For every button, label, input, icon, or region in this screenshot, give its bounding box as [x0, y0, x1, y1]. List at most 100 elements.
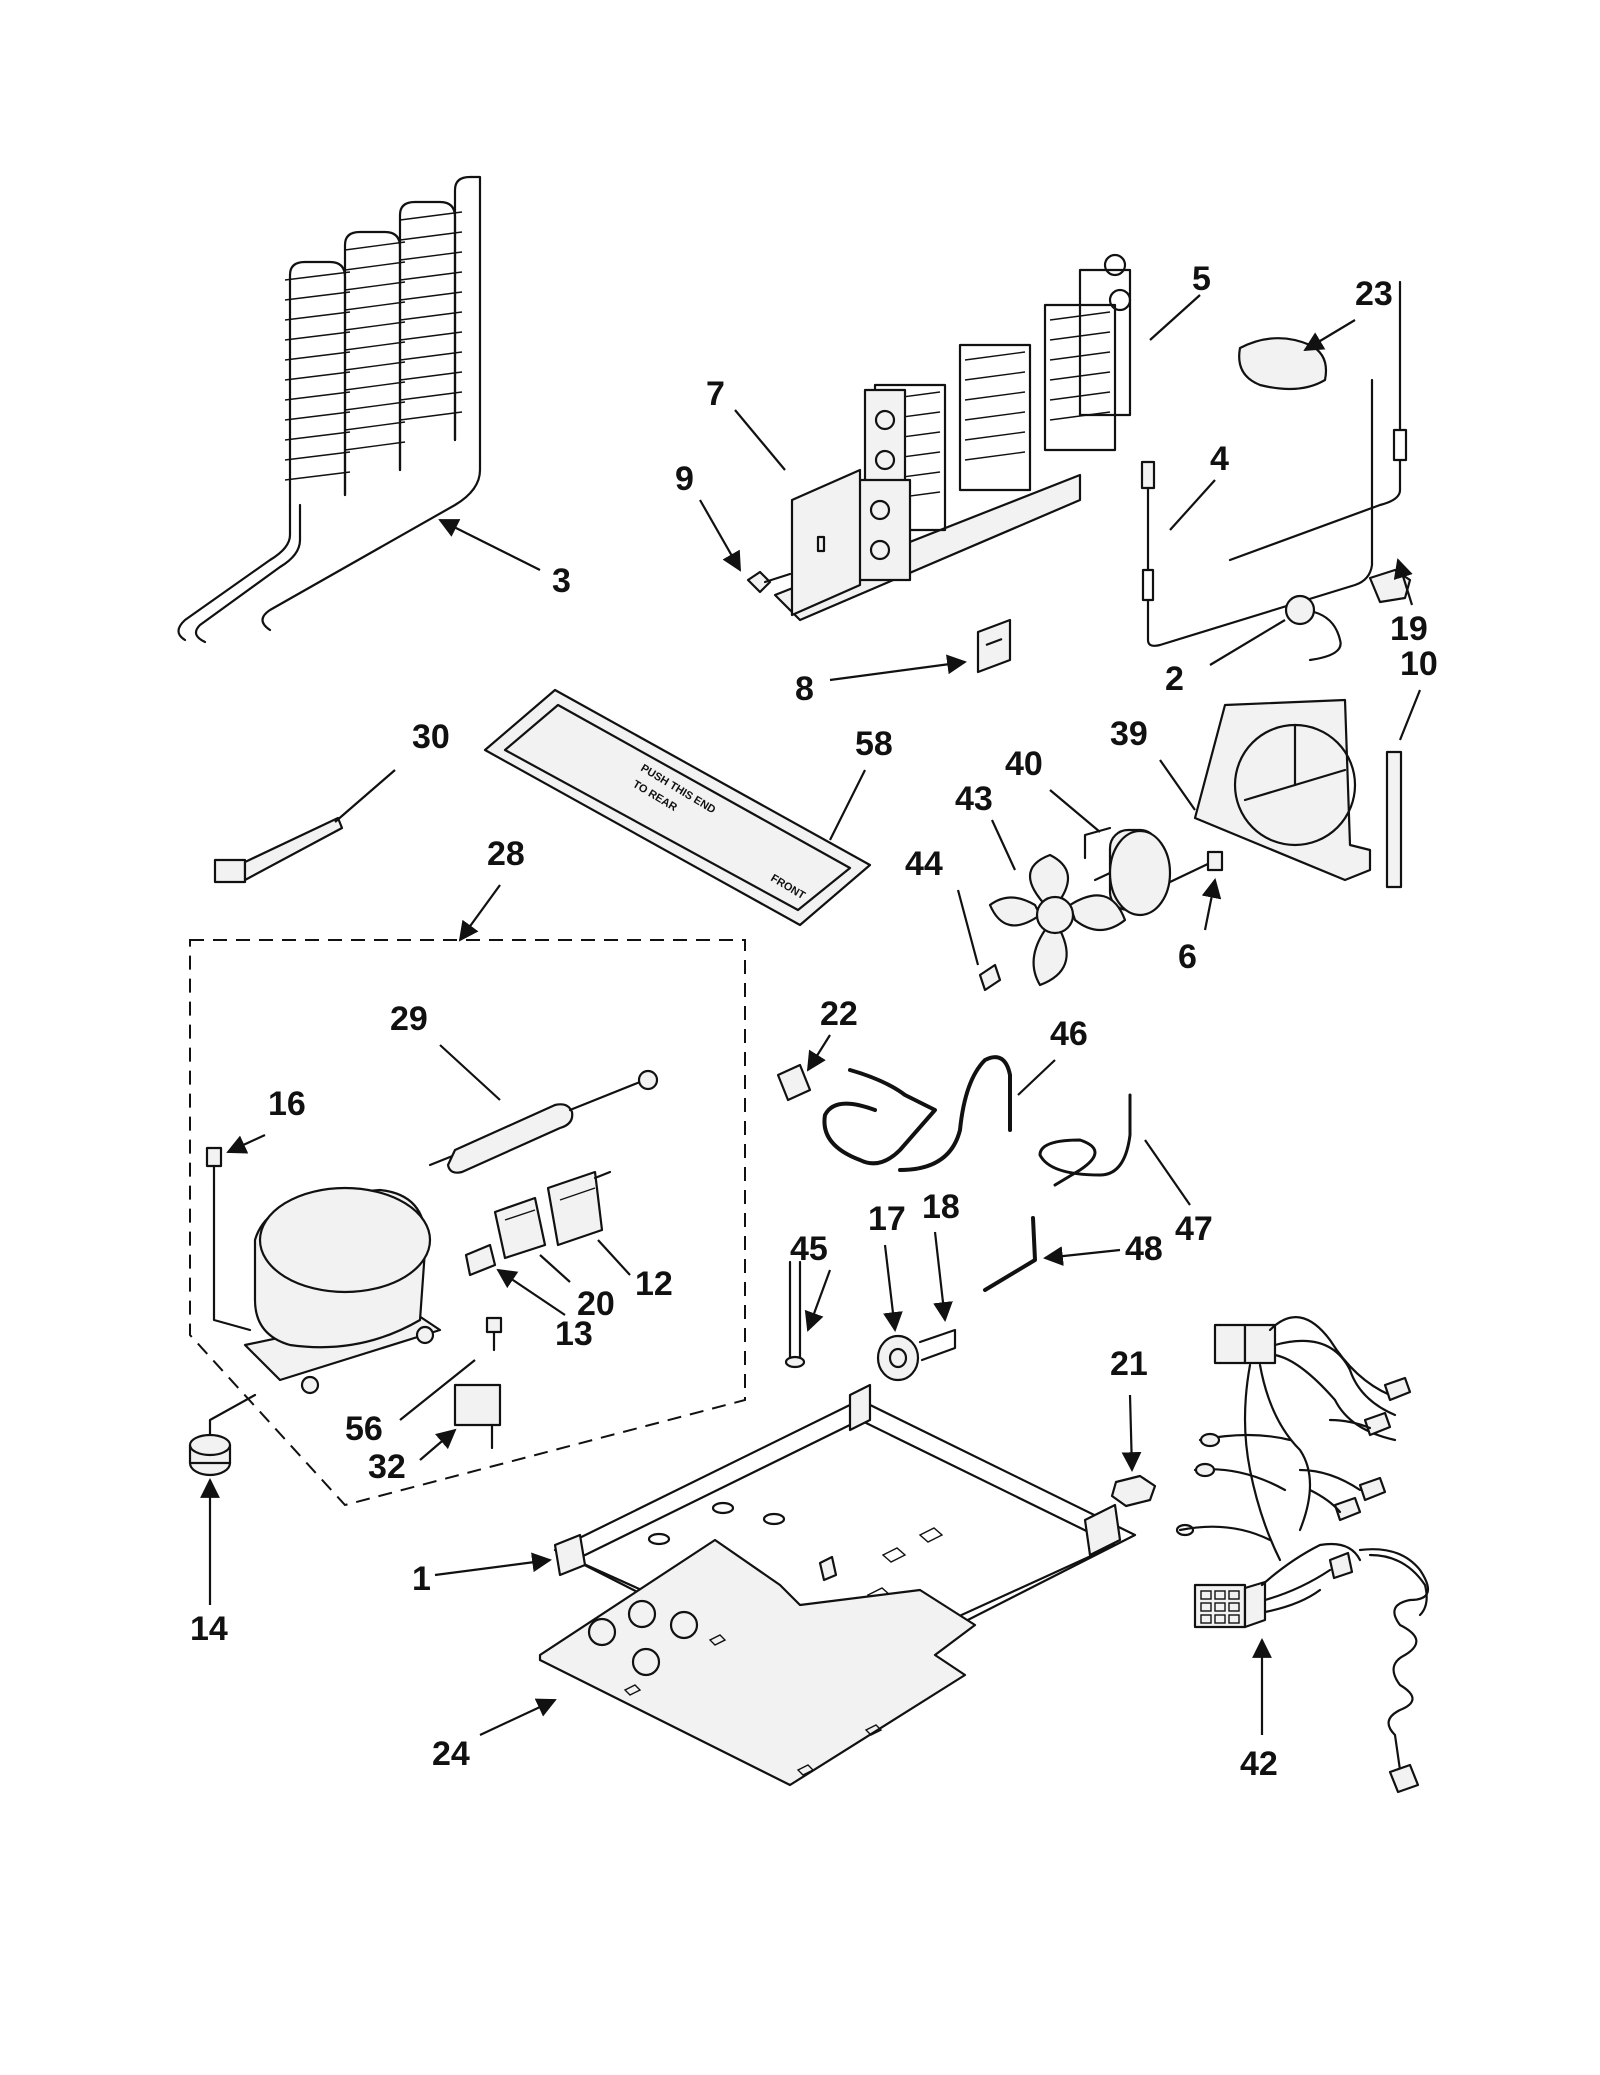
callout-17: 17	[868, 1200, 906, 1238]
leader-56	[399, 1359, 476, 1421]
leader-21	[1121, 1394, 1142, 1472]
leader-lines	[200, 294, 1422, 1736]
clip-part-22	[776, 1063, 812, 1102]
leader-44	[956, 889, 980, 966]
leader-18	[933, 1231, 953, 1322]
fan-shroud-part-39	[1193, 698, 1372, 882]
leader-45	[804, 1269, 832, 1332]
insulation-pad-part-24	[538, 1538, 977, 1787]
callout-2: 2	[1165, 660, 1184, 698]
callout-29: 29	[390, 1000, 428, 1038]
cable-tie-part-30	[213, 816, 344, 884]
callout-28: 28	[487, 835, 525, 873]
leader-8	[829, 654, 967, 682]
fan-motor-part-40	[1083, 826, 1172, 917]
callout-45: 45	[790, 1230, 828, 1268]
callout-46: 46	[1050, 1015, 1088, 1053]
compressor-kit-boundary-part-28	[189, 939, 746, 1507]
condenser-coil-part-3	[177, 175, 482, 644]
drier-part-29	[428, 1069, 659, 1174]
compressor	[212, 1186, 442, 1395]
callout-21: 21	[1110, 1345, 1148, 1383]
callout-32: 32	[368, 1448, 406, 1486]
thermistor-wire-part-4	[1140, 280, 1408, 647]
sensor-part-2	[1284, 594, 1342, 662]
leader-23	[1303, 319, 1356, 352]
leader-28	[458, 884, 501, 942]
callout-40: 40	[1005, 745, 1043, 783]
evaporator-cover-part-7	[790, 468, 862, 617]
leader-6	[1201, 878, 1222, 931]
leader-29	[439, 1044, 501, 1101]
clip-part-44	[978, 963, 1002, 992]
leader-46	[1017, 1059, 1056, 1096]
screw-part-56	[485, 1316, 503, 1352]
screw-part-9	[746, 570, 792, 594]
drain-tray-part-58: PUSH THIS END TO REAR FRONT	[483, 688, 872, 927]
wire-harness-part-42	[1175, 1316, 1430, 1794]
callout-7: 7	[706, 375, 725, 413]
leader-24	[479, 1698, 557, 1736]
pin-part-18	[918, 1328, 957, 1362]
leader-16	[226, 1134, 266, 1154]
callout-30: 30	[412, 718, 450, 756]
callout-24: 24	[432, 1735, 470, 1773]
leader-10	[1398, 689, 1422, 741]
callout-18: 18	[922, 1188, 960, 1226]
screw-part-16	[205, 1146, 223, 1192]
leader-43	[991, 819, 1016, 871]
callout-48: 48	[1125, 1230, 1163, 1268]
leader-22	[806, 1034, 831, 1072]
fan-blade-part-43	[988, 853, 1127, 987]
callout-10: 10	[1400, 645, 1438, 683]
callout-39: 39	[1110, 715, 1148, 753]
callout-14: 14	[190, 1610, 228, 1648]
callout-13: 13	[555, 1315, 593, 1353]
leader-2	[1209, 619, 1286, 666]
leader-13	[496, 1268, 566, 1316]
leader-48	[1043, 1246, 1121, 1266]
callout-labels: 3 7 9 5 23 4 8 2 19 10 39 40 43 44 6 30 …	[190, 260, 1438, 1783]
clip-part-8	[976, 618, 1012, 674]
leader-17	[883, 1244, 903, 1332]
leader-9	[699, 499, 741, 572]
nut-part-21	[1110, 1474, 1157, 1508]
callout-20: 20	[577, 1285, 615, 1323]
leader-1	[434, 1552, 552, 1577]
callout-12: 12	[635, 1265, 673, 1303]
callout-1: 1	[412, 1560, 431, 1598]
callout-6: 6	[1178, 938, 1197, 976]
leader-12	[597, 1239, 631, 1276]
callout-8: 8	[795, 670, 814, 708]
callout-42: 42	[1240, 1745, 1278, 1783]
leader-40	[1049, 789, 1101, 833]
leader-32	[419, 1428, 457, 1461]
callout-23: 23	[1355, 275, 1393, 313]
callout-58: 58	[855, 725, 893, 763]
callout-19: 19	[1390, 610, 1428, 648]
leader-19	[1393, 558, 1414, 606]
grommet-part-14	[188, 1393, 257, 1477]
leader-39	[1159, 759, 1196, 811]
leader-4	[1169, 479, 1216, 531]
screw-part-6	[1168, 850, 1224, 884]
capacitor-part-32	[453, 1383, 502, 1450]
callout-3: 3	[552, 562, 571, 600]
tube-part-46	[822, 1055, 1012, 1172]
clip-part-19	[1368, 568, 1412, 604]
pin-part-45	[784, 1260, 806, 1369]
callout-4: 4	[1210, 440, 1229, 478]
overload-part-12	[546, 1170, 612, 1247]
callout-44: 44	[905, 845, 943, 883]
callout-22: 22	[820, 995, 858, 1033]
leader-7	[734, 409, 786, 471]
callout-16: 16	[268, 1085, 306, 1123]
callout-5: 5	[1192, 260, 1211, 298]
leader-47	[1144, 1139, 1191, 1206]
tube-part-47	[1038, 1093, 1132, 1187]
leader-58	[829, 769, 866, 841]
tube-part-48	[983, 1216, 1037, 1292]
leader-3	[438, 519, 541, 571]
leader-30	[334, 769, 396, 823]
